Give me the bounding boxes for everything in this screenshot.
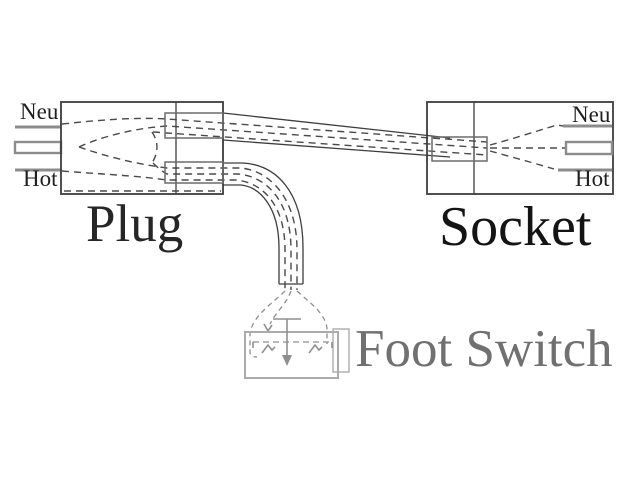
socket-hot-label: Hot <box>575 166 610 191</box>
switch-travel-line <box>252 341 333 348</box>
foot-switch-box <box>244 331 339 379</box>
foot-switch-title: Foot Switch <box>355 320 613 378</box>
cable-fanout-wires <box>249 290 328 358</box>
small-down-arrow-icon <box>263 323 273 333</box>
plug-cable-entry-top <box>164 112 224 139</box>
switch-cable <box>61 131 304 290</box>
plug-hot-label: Hot <box>23 166 58 191</box>
socket-internal-wires <box>489 124 566 170</box>
socket-title: Socket <box>439 196 592 258</box>
switch-contact-right <box>308 343 323 354</box>
plug-body <box>60 101 224 195</box>
mains-cable <box>61 112 488 158</box>
plug-neutral-label: Neu <box>20 99 59 124</box>
socket-cable-entry <box>431 136 488 162</box>
plug-cable-entry-bottom <box>164 161 224 184</box>
switch-contact-left <box>261 343 276 354</box>
plug-prong <box>13 140 63 155</box>
foot-switch-side-tab <box>332 328 350 373</box>
socket-receptacle <box>564 140 614 156</box>
plunger-arrow-icon <box>273 318 301 366</box>
socket-neutral-label: Neu <box>572 102 611 127</box>
plug-title: Plug <box>86 195 184 253</box>
